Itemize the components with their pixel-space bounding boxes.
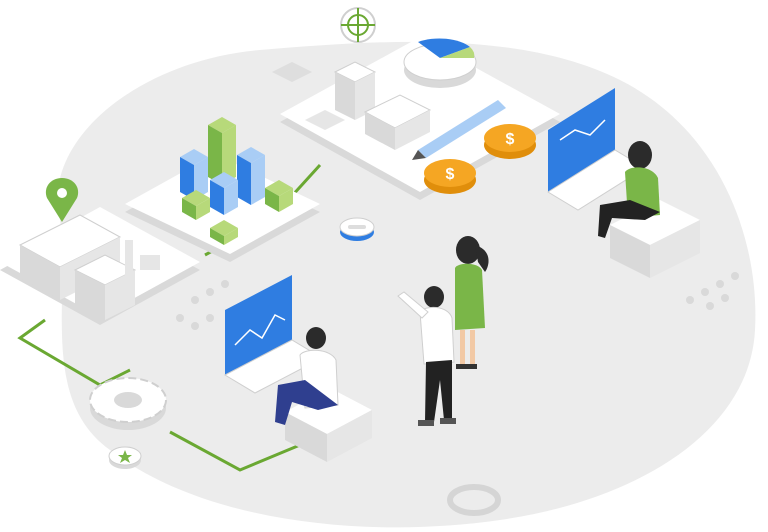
connector-path-lower — [169, 430, 301, 472]
crosshair-icon — [340, 7, 376, 43]
man-standing-pointing — [397, 286, 456, 426]
floating-tile — [272, 62, 312, 82]
floor-dots — [176, 272, 739, 330]
woman-standing — [455, 236, 489, 369]
man-seated — [275, 327, 339, 425]
floating-disk — [339, 217, 375, 241]
dollar-coin-icon: $ — [484, 124, 536, 159]
coin-symbol: $ — [446, 166, 455, 183]
laptop-icon — [547, 88, 646, 211]
woman-seated — [598, 141, 660, 238]
connector-path — [17, 318, 131, 387]
finance-platform — [280, 37, 560, 200]
left-workstation — [285, 388, 372, 462]
laptop-icon — [223, 275, 324, 394]
star-badge-icon — [108, 446, 142, 469]
map-pin-icon — [45, 178, 79, 222]
city-platform — [0, 207, 200, 325]
coin-symbol: $ — [506, 131, 515, 148]
pie-chart-icon — [403, 38, 477, 88]
isometric-bar-chart — [180, 117, 293, 245]
gear-icon — [89, 377, 167, 430]
pencil-icon — [412, 100, 506, 160]
right-workstation — [610, 200, 700, 278]
floor-ring — [447, 484, 501, 516]
dollar-coin-icon: $ — [424, 159, 476, 194]
